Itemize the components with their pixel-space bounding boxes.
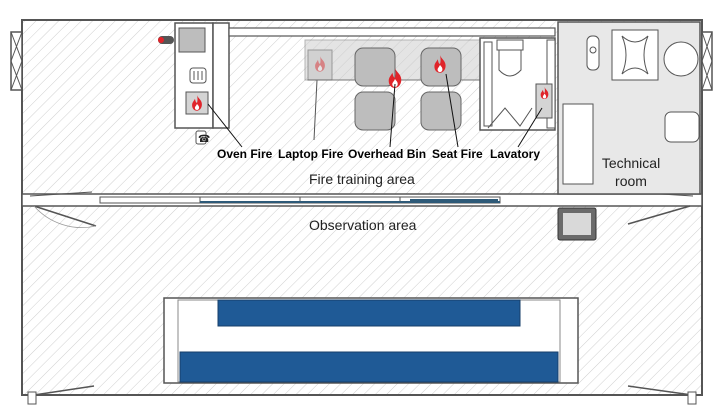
fan-icon [611, 29, 659, 81]
door-left-bottom [27, 385, 95, 405]
seat [354, 47, 396, 87]
observation-seating [163, 297, 579, 384]
door-left-mid [33, 205, 97, 228]
svg-text:☎: ☎ [198, 134, 210, 145]
observation-bench [217, 299, 521, 327]
telephone-icon: ☎ [195, 130, 210, 145]
observation-bench [179, 351, 559, 383]
leader-lines [207, 73, 543, 148]
label-laptop-fire: Laptop Fire [278, 147, 344, 161]
galley-unit: ☎ [158, 22, 230, 145]
door-left-top [29, 191, 93, 197]
door-right-bottom [627, 385, 697, 405]
label-lavatory: Lavatory [490, 147, 540, 161]
toilet-icon [496, 39, 524, 77]
monitor-icon [557, 207, 597, 241]
label-fire-training-area: Fire training area [309, 171, 415, 187]
end-exit-left [10, 31, 23, 91]
label-overhead-bin: Overhead Bin [348, 147, 426, 161]
lavatory-unit [479, 37, 556, 131]
ceiling-strip [228, 27, 556, 37]
label-seat-fire: Seat Fire [432, 147, 483, 161]
tech-seat [664, 111, 700, 143]
trash-bin-icon [189, 67, 207, 84]
door-right-mid [627, 205, 691, 225]
dividing-wall [21, 193, 703, 207]
end-exit-right [701, 31, 713, 91]
label-observation-area: Observation area [309, 217, 417, 233]
seat [420, 91, 462, 131]
label-oven-fire: Oven Fire [217, 147, 273, 161]
label-technical-room-2: room [615, 173, 647, 189]
cylinder [663, 41, 699, 77]
fire-extinguisher-icon [586, 35, 600, 71]
label-technical-room-1: Technical [602, 155, 660, 171]
fire-extinguisher-icon [158, 36, 174, 44]
seat [354, 91, 396, 131]
technical-room [557, 21, 701, 195]
